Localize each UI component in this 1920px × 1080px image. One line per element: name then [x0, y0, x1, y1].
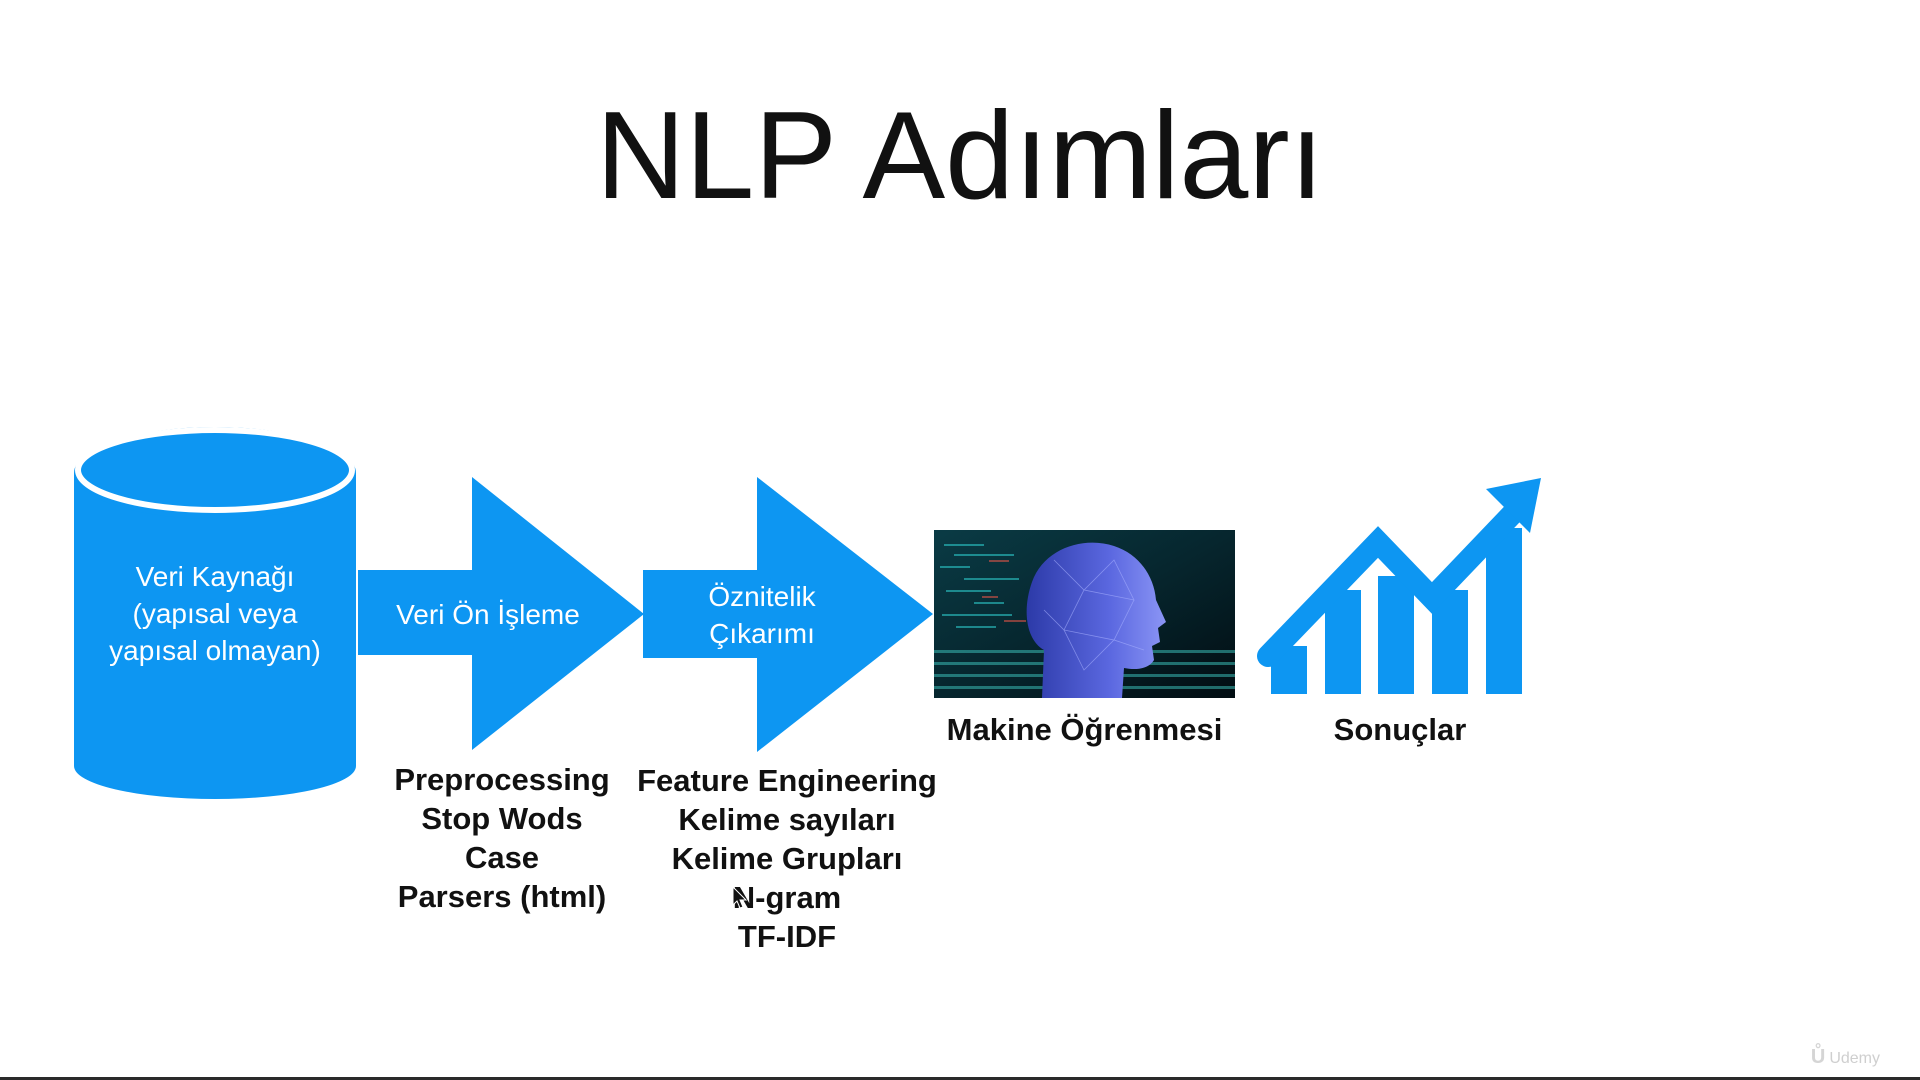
preprocessing-detail-item: Preprocessing [394, 762, 610, 797]
feature-extraction-detail-item: Feature Engineering [637, 763, 937, 798]
results-caption: Sonuçlar [1333, 712, 1467, 747]
preprocessing-label: Veri Ön İşleme [378, 596, 598, 633]
feature-extraction-arrow [643, 477, 933, 752]
machine-learning-caption: Makine Öğrenmesi [946, 712, 1223, 747]
preprocessing-arrow [358, 477, 644, 750]
slide-title: NLP Adımları [595, 87, 1325, 225]
preprocessing-label-text: Veri Ön İşleme [396, 599, 580, 630]
growth-chart-icon [1257, 478, 1541, 694]
ai-head-image [934, 530, 1235, 698]
data-source-label-line: Veri Kaynağı [135, 561, 295, 592]
preprocessing-details: Preprocessing Stop Wods Case Parsers (ht… [371, 760, 633, 916]
udemy-logo-icon: Ů [1810, 1046, 1826, 1068]
preprocessing-detail-item: Parsers (html) [397, 879, 607, 914]
feature-extraction-detail-item: Kelime sayıları [678, 802, 896, 837]
feature-extraction-detail-item: Kelime Grupları [671, 841, 903, 876]
data-source-label-line: (yapısal veya [132, 598, 298, 629]
bottom-divider [0, 1077, 1920, 1080]
udemy-watermark-text: Udemy [1829, 1050, 1880, 1067]
database-cylinder-icon [74, 427, 356, 799]
mouse-cursor-icon [732, 886, 748, 909]
preprocessing-detail-item: Stop Wods [421, 801, 583, 836]
preprocessing-detail-item: Case [464, 840, 540, 875]
data-source-label: Veri Kaynağı (yapısal veya yapısal olmay… [84, 558, 346, 669]
feature-extraction-label: Öznitelik Çıkarımı [667, 578, 857, 652]
feature-extraction-label-line: Çıkarımı [709, 618, 815, 649]
feature-extraction-detail-item: TF-IDF [737, 919, 837, 954]
feature-extraction-label-line: Öznitelik [708, 581, 816, 612]
feature-extraction-details: Feature Engineering Kelime sayıları Keli… [622, 761, 952, 956]
feature-extraction-detail-item: N-gram [732, 880, 842, 915]
data-source-label-line: yapısal olmayan) [109, 635, 321, 666]
